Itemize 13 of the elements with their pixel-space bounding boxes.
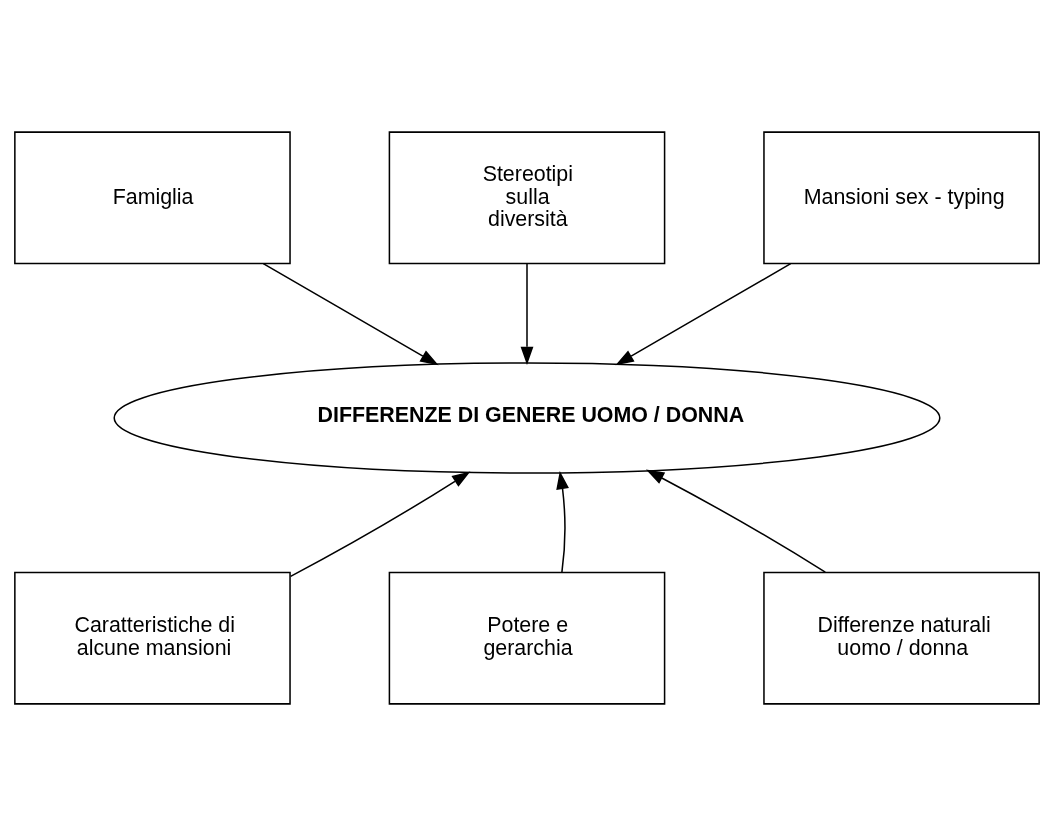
arrow: [615, 262, 792, 365]
arrow: [262, 262, 439, 365]
arrow: [645, 469, 827, 573]
node-box: Stereotipi sulla diversità: [388, 130, 666, 264]
node-box: Caratteristiche di alcune mansioni: [14, 571, 291, 705]
node-box: Famiglia: [14, 130, 291, 264]
node-box: Mansioni sex - typing: [763, 130, 1040, 264]
arrow: [289, 470, 471, 577]
node-box: Potere e gerarchia: [388, 571, 666, 705]
arrow: [520, 262, 534, 365]
node-ellipse: DIFFERENZE DI GENERE UOMO / DONNA: [113, 361, 941, 474]
node-box: Differenze naturali uomo / donna: [763, 571, 1040, 705]
arrow: [556, 470, 569, 573]
